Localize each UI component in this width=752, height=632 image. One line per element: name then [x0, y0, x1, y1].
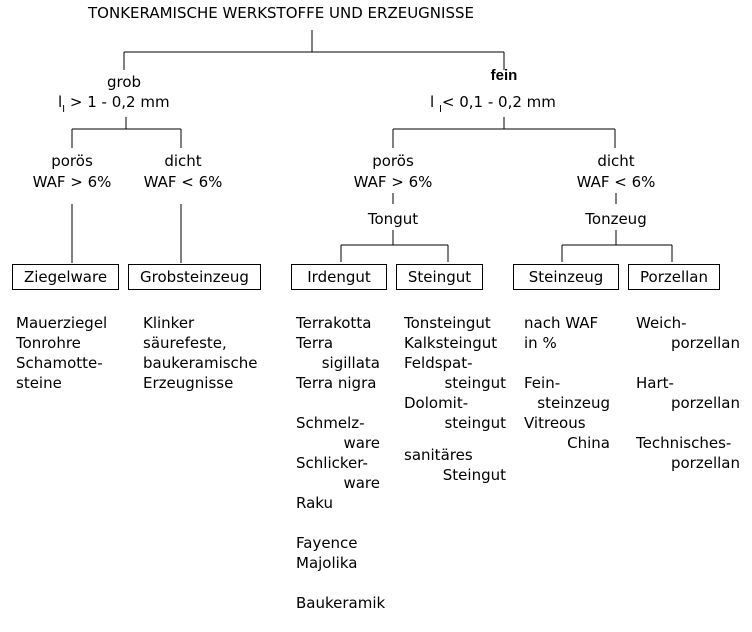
list-item: Schamotte-: [16, 354, 103, 372]
irdengut-box: Irdengut: [291, 264, 387, 290]
list-item: Steingut: [442, 466, 506, 484]
fein-size-subscript: I: [438, 104, 442, 115]
list-item: Erzeugnisse: [143, 374, 234, 392]
list-item: Fein-: [524, 374, 561, 392]
list-item: Feldspat-: [404, 354, 473, 372]
fein-poroes-waf: WAF > 6%: [353, 173, 433, 191]
list-item: Terra nigra: [296, 374, 377, 392]
grob-size-range: > 1 - 0,2 mm: [69, 93, 170, 111]
list-item: porzellan: [670, 334, 740, 352]
list-item: säurefeste,: [143, 334, 227, 352]
list-item: sigillata: [321, 354, 380, 372]
list-item: Weich-: [636, 314, 687, 332]
list-item: Mauerziegel: [16, 314, 108, 332]
list-item: sanitäres: [404, 446, 473, 464]
grob-size-subscript: I: [62, 104, 66, 115]
grobsteinzeug-box: Grobsteinzeug: [128, 264, 261, 290]
porzellan-box: Porzellan: [628, 264, 720, 290]
fein-label: fein: [490, 67, 518, 84]
ziegelware-examples: Mauerziegel Tonrohre Schamotte- steine: [16, 313, 107, 393]
list-item: Majolika: [296, 554, 358, 572]
list-item: Terra: [296, 334, 334, 352]
fein-grain-size: l I< 0,1 - 0,2 mm: [430, 92, 556, 115]
grob-dicht-waf: WAF < 6%: [143, 173, 223, 191]
fein-size-symbol: l: [430, 93, 435, 111]
list-item: in %: [524, 334, 557, 352]
steingut-box: Steingut: [396, 264, 483, 290]
porzellan-examples: Weich- porzellan Hart- porzellan Technis…: [636, 313, 740, 473]
list-item: Baukeramik: [296, 594, 386, 612]
list-item: Terrakotta: [296, 314, 372, 332]
grob-label: grob: [106, 73, 142, 91]
grob-dicht-label: dicht: [164, 152, 202, 170]
steinzeug-box: Steinzeug: [513, 264, 619, 290]
steingut-examples: Tonsteingut Kalksteingut Feldspat- stein…: [404, 313, 506, 485]
list-item: Vitreous: [524, 414, 586, 432]
grobsteinzeug-examples: Klinker säurefeste, baukeramische Erzeug…: [143, 313, 258, 393]
list-item: porzellan: [670, 454, 740, 472]
list-item: steinzeug: [537, 394, 610, 412]
ziegelware-box: Ziegelware: [12, 264, 119, 290]
list-item: steine: [16, 374, 62, 392]
list-item: Schlicker-: [296, 454, 368, 472]
list-item: Kalksteingut: [404, 334, 498, 352]
list-item: Tonrohre: [16, 334, 81, 352]
list-item: Tonsteingut: [404, 314, 491, 332]
diagram-title: TONKERAMISCHE WERKSTOFFE UND ERZEUGNISSE: [88, 4, 474, 22]
list-item: Technisches-: [636, 434, 732, 452]
grob-grain-size: lI > 1 - 0,2 mm: [58, 92, 170, 115]
fein-dicht-label: dicht: [597, 152, 635, 170]
grob-poroes-waf: WAF > 6%: [32, 173, 112, 191]
list-item: ware: [343, 474, 380, 492]
list-item: steingut: [444, 414, 506, 432]
tongut-label: Tongut: [367, 210, 419, 228]
list-item: China: [567, 434, 610, 452]
irdengut-examples: Terrakotta Terra sigillata Terra nigra S…: [296, 313, 386, 613]
list-item: Fayence: [296, 534, 358, 552]
grob-size-symbol: l: [58, 93, 63, 111]
steinzeug-examples: nach WAF in % Fein- steinzeug Vitreous C…: [524, 313, 610, 453]
grob-poroes-label: porös: [51, 152, 93, 170]
list-item: steingut: [444, 374, 506, 392]
fein-size-range: < 0,1 - 0,2 mm: [441, 93, 556, 111]
list-item: ware: [343, 434, 380, 452]
tonzeug-label: Tonzeug: [585, 210, 647, 228]
list-item: Klinker: [143, 314, 195, 332]
list-item: baukeramische: [143, 354, 258, 372]
list-item: Hart-: [636, 374, 674, 392]
list-item: Schmelz-: [296, 414, 365, 432]
fein-poroes-label: porös: [372, 152, 414, 170]
list-item: nach WAF: [524, 314, 599, 332]
list-item: porzellan: [670, 394, 740, 412]
fein-dicht-waf: WAF < 6%: [576, 173, 656, 191]
list-item: Raku: [296, 494, 334, 512]
list-item: Dolomit-: [404, 394, 469, 412]
